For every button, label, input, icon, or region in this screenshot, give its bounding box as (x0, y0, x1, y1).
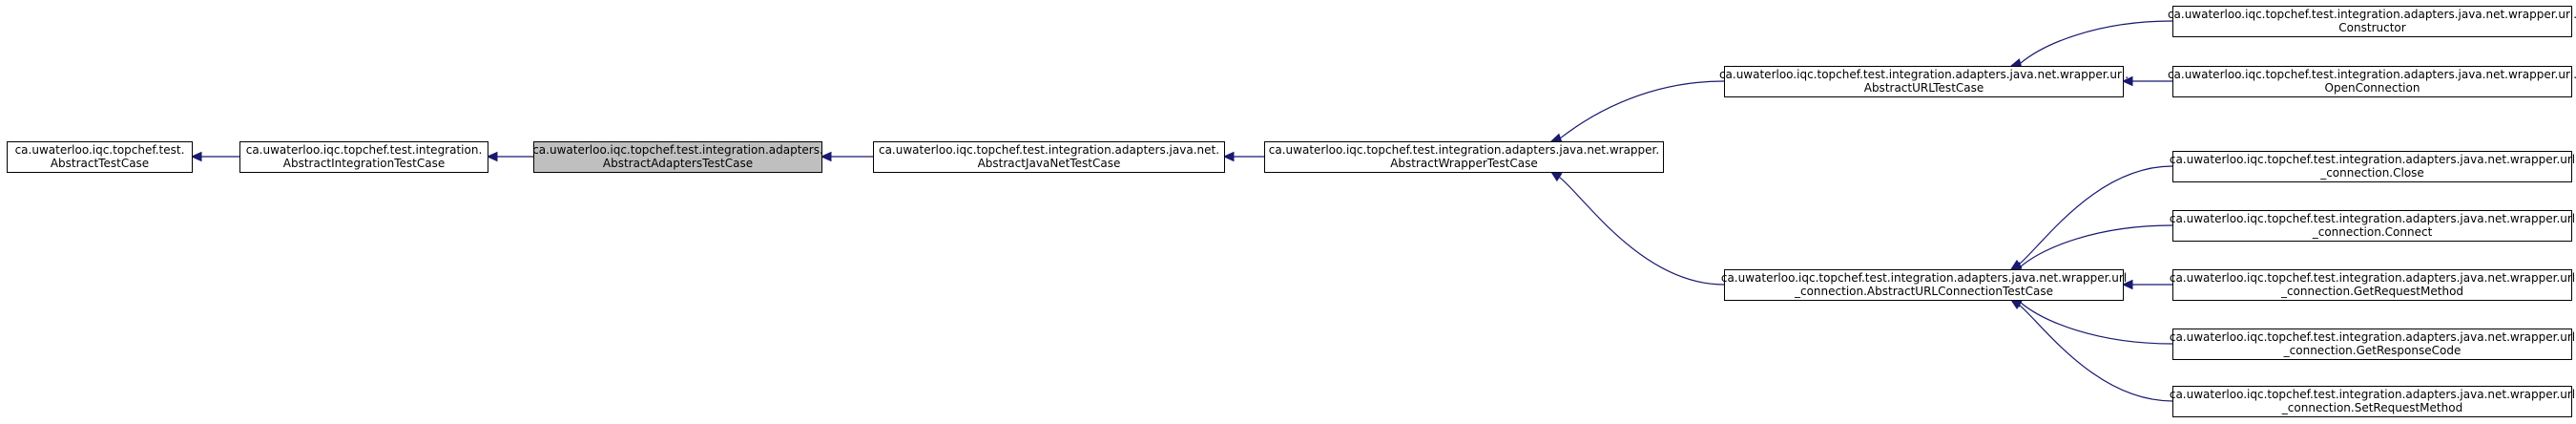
class-package-label: ca.uwaterloo.iqc.topchef.test.integratio… (2170, 388, 2575, 401)
class-node-box[interactable] (2172, 151, 2572, 182)
class-node-box[interactable] (873, 141, 1225, 173)
class-node-box[interactable] (1724, 66, 2124, 97)
class-name-label: AbstractIntegrationTestCase (283, 157, 446, 170)
inheritance-edge (2009, 224, 2173, 272)
class-node-box[interactable] (533, 141, 822, 173)
class-node-box[interactable] (1724, 269, 2124, 301)
class-package-label: ca.uwaterloo.iqc.topchef.test.integratio… (879, 143, 1219, 157)
class-name-label: Constructor (2338, 21, 2405, 34)
class-node-box[interactable] (2172, 210, 2572, 242)
class-node-abstract-adapters-test-case[interactable]: ca.uwaterloo.iqc.topchef.test.integratio… (532, 141, 823, 173)
class-package-label: ca.uwaterloo.iqc.topchef.test.integratio… (2170, 271, 2575, 285)
class-package-label: ca.uwaterloo.iqc.topchef.test.integratio… (1269, 143, 1659, 157)
class-name-label: _connection.Close (2319, 166, 2424, 180)
class-node-get-request-method[interactable]: ca.uwaterloo.iqc.topchef.test.integratio… (2170, 269, 2575, 301)
class-package-label: ca.uwaterloo.iqc.topchef.test.integratio… (2170, 153, 2575, 166)
class-name-label: AbstractTestCase (51, 157, 149, 170)
class-node-open-connection[interactable]: ca.uwaterloo.iqc.topchef.test.integratio… (2168, 66, 2576, 97)
class-node-box[interactable] (7, 141, 193, 173)
class-node-constructor[interactable]: ca.uwaterloo.iqc.topchef.test.integratio… (2168, 6, 2576, 37)
class-node-abstract-url-connection-test-case[interactable]: ca.uwaterloo.iqc.topchef.test.integratio… (1721, 269, 2127, 301)
class-name-label: AbstractAdaptersTestCase (603, 157, 753, 170)
class-node-box[interactable] (239, 141, 488, 173)
class-node-box[interactable] (2172, 66, 2572, 97)
class-name-label: AbstractWrapperTestCase (1390, 157, 1538, 170)
inheritance-edge (2009, 299, 2173, 402)
inheritance-arrowhead (1549, 133, 1563, 143)
inheritance-edge (2121, 75, 2172, 87)
class-node-set-request-method[interactable]: ca.uwaterloo.iqc.topchef.test.integratio… (2170, 386, 2575, 417)
class-node-abstract-wrapper-test-case[interactable]: ca.uwaterloo.iqc.topchef.test.integratio… (1264, 141, 1664, 173)
class-node-box[interactable] (2172, 386, 2572, 417)
inheritance-arrowhead (820, 151, 832, 162)
class-node-close[interactable]: ca.uwaterloo.iqc.topchef.test.integratio… (2170, 151, 2575, 182)
class-package-label: ca.uwaterloo.iqc.topchef.test.integratio… (2170, 330, 2575, 344)
inheritance-edge (486, 151, 533, 162)
class-node-connect[interactable]: ca.uwaterloo.iqc.topchef.test.integratio… (2170, 210, 2575, 242)
inheritance-edge (2009, 20, 2173, 69)
class-node-abstract-integration-test-case[interactable]: ca.uwaterloo.iqc.topchef.test.integratio… (239, 141, 488, 173)
inheritance-edge-line (2020, 302, 2173, 345)
class-name-label: OpenConnection (2325, 81, 2420, 95)
class-node-box[interactable] (2172, 329, 2572, 360)
inheritance-arrowhead (190, 151, 202, 162)
inheritance-edge-line (2020, 20, 2173, 64)
inheritance-edge (190, 151, 239, 162)
class-name-label: _connection.SetRequestMethod (2281, 401, 2462, 414)
inheritance-edge (820, 151, 873, 162)
class-package-label: ca.uwaterloo.iqc.topchef.test.integratio… (2168, 68, 2576, 81)
class-name-label: _connection.GetRequestMethod (2280, 285, 2463, 298)
inheritance-arrowhead (1222, 151, 1235, 162)
inheritance-edge (2121, 279, 2172, 290)
class-node-box[interactable] (1264, 141, 1664, 173)
class-package-label: ca.uwaterloo.iqc.topchef.test.integratio… (2170, 212, 2575, 225)
class-node-abstract-test-case[interactable]: ca.uwaterloo.iqc.topchef.test.AbstractTe… (7, 141, 193, 173)
class-node-get-response-code[interactable]: ca.uwaterloo.iqc.topchef.test.integratio… (2170, 329, 2575, 360)
inheritance-edge (1549, 80, 1725, 143)
class-package-label: ca.uwaterloo.iqc.topchef.test.integratio… (1721, 271, 2127, 285)
class-package-label: ca.uwaterloo.iqc.topchef.test.integratio… (532, 143, 823, 157)
inheritance-arrowhead (1549, 171, 1563, 182)
inheritance-edge (2009, 165, 2173, 270)
class-package-label: ca.uwaterloo.iqc.topchef.test. (15, 143, 185, 157)
class-name-label: _connection.GetResponseCode (2283, 344, 2462, 357)
inheritance-edge-line (1558, 176, 1725, 286)
class-node-box[interactable] (2172, 6, 2572, 37)
inheritance-edge-line (2019, 165, 2173, 265)
inheritance-arrowhead (486, 151, 498, 162)
class-package-label: ca.uwaterloo.iqc.topchef.test.integratio… (2168, 8, 2576, 21)
inheritance-edge-line (1560, 80, 1725, 139)
inheritance-arrowhead (2121, 75, 2133, 87)
class-name-label: _connection.AbstractURLConnectionTestCas… (1794, 285, 2053, 298)
inheritance-edge (1549, 171, 1725, 286)
inheritance-arrowhead (2121, 279, 2133, 290)
class-name-label: _connection.Connect (2312, 225, 2433, 239)
inheritance-edge-line (2019, 304, 2173, 402)
inheritance-arrowhead (2009, 299, 2023, 310)
class-package-label: ca.uwaterloo.iqc.topchef.test.integratio… (1719, 68, 2129, 81)
class-package-label: ca.uwaterloo.iqc.topchef.test.integratio… (246, 143, 483, 157)
edges-layer (190, 20, 2173, 402)
class-node-abstract-java-net-test-case[interactable]: ca.uwaterloo.iqc.topchef.test.integratio… (873, 141, 1225, 173)
class-name-label: AbstractJavaNetTestCase (978, 157, 1121, 170)
inheritance-edge-line (2020, 224, 2173, 267)
inheritance-edge (1222, 151, 1264, 162)
class-node-box[interactable] (2172, 269, 2572, 301)
class-node-abstract-url-test-case[interactable]: ca.uwaterloo.iqc.topchef.test.integratio… (1719, 66, 2129, 97)
nodes-layer: ca.uwaterloo.iqc.topchef.test.AbstractTe… (7, 6, 2576, 417)
class-name-label: AbstractURLTestCase (1864, 81, 1984, 95)
